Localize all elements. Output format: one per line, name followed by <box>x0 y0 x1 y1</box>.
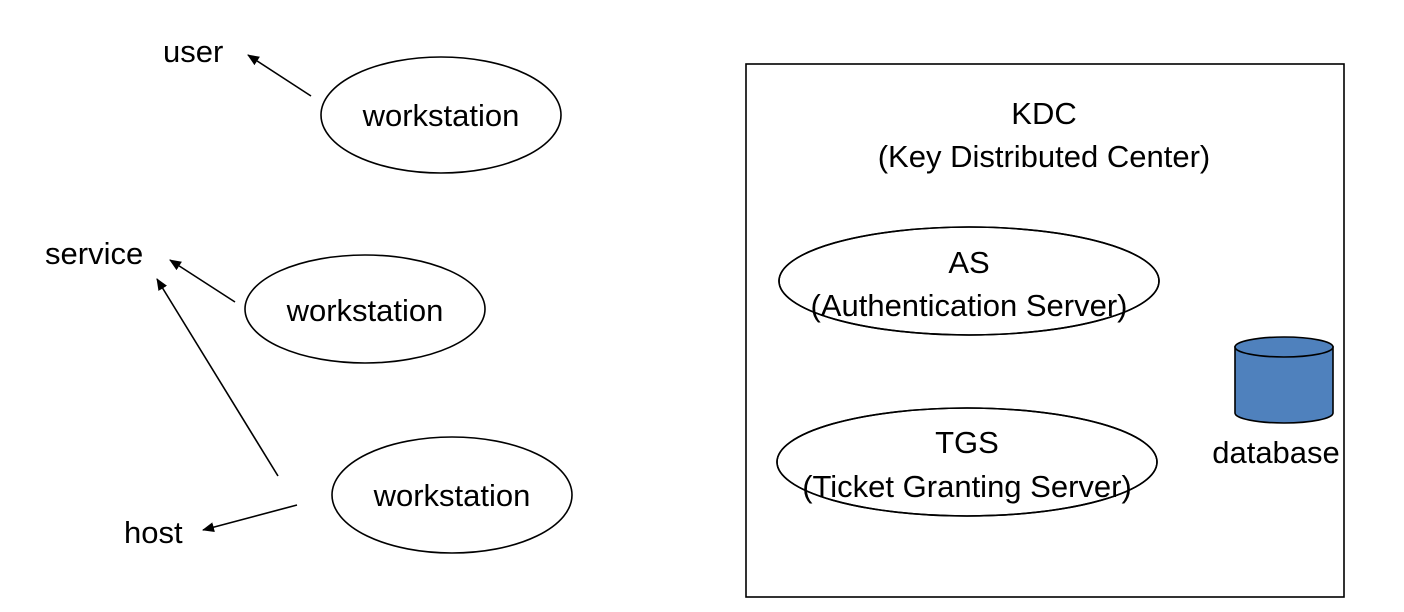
service-label: service <box>45 236 143 271</box>
as-full-name: (Authentication Server) <box>810 288 1127 323</box>
database-body <box>1234 346 1334 424</box>
database-label: database <box>1212 435 1340 470</box>
host-label: host <box>124 515 183 550</box>
arrow-workstation-to-user <box>247 54 312 97</box>
kdc-title: KDC <box>1011 96 1076 131</box>
as-node: AS (Authentication Server) <box>778 226 1160 336</box>
workstation-label-2: workstation <box>286 293 444 328</box>
tgs-node: TGS (Ticket Granting Server) <box>776 407 1158 517</box>
workstation-node-1: workstation <box>320 56 562 174</box>
database-icon <box>1234 336 1334 424</box>
as-name: AS <box>948 245 989 280</box>
workstation-label-3: workstation <box>373 478 531 513</box>
workstation-label-1: workstation <box>362 98 520 133</box>
tgs-name: TGS <box>935 425 999 460</box>
arrow-workstation-to-host <box>202 504 298 533</box>
database-top <box>1234 336 1334 358</box>
kdc-subtitle: (Key Distributed Center) <box>878 139 1211 174</box>
workstation-node-3: workstation <box>331 436 573 554</box>
arrow-workstation-to-service <box>169 259 236 303</box>
tgs-full-name: (Ticket Granting Server) <box>802 469 1132 504</box>
arrow-host-to-service <box>156 278 279 477</box>
workstation-node-2: workstation <box>244 254 486 364</box>
user-label: user <box>163 34 223 69</box>
